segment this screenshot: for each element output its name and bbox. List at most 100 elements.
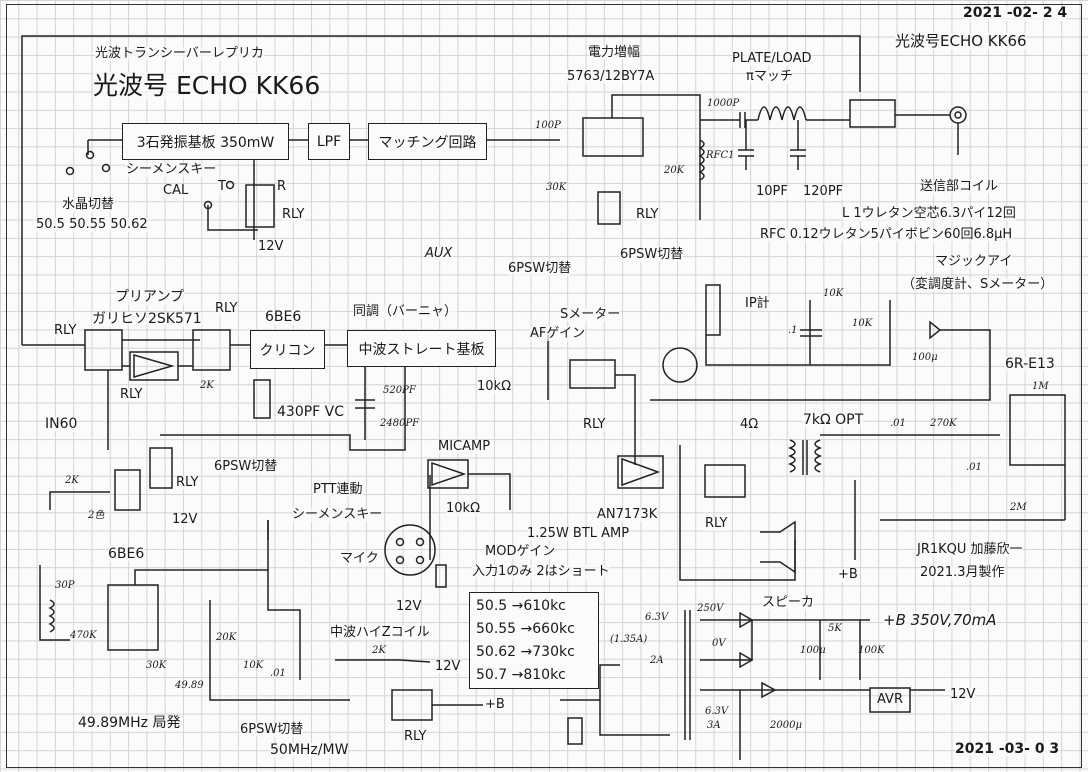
speaker-label: スピーカ bbox=[762, 595, 815, 611]
coil-rfc: RFC 0.12ウレタン5パイボビン60回6.8μH bbox=[760, 227, 1013, 243]
antenna-relay-line bbox=[21, 35, 861, 345]
me-c100u: 100μ bbox=[912, 352, 938, 363]
tx-rly-label: RLY bbox=[282, 207, 305, 223]
me-c001a: .01 bbox=[890, 418, 906, 429]
subtitle: 光波トランシーバーレプリカ bbox=[95, 46, 264, 62]
lo-12v: 12V bbox=[435, 659, 461, 675]
psu-63v: 6.3V bbox=[645, 612, 669, 623]
ip-meter-label: IP計 bbox=[745, 296, 770, 312]
b-out-label: +B 350V,70mA bbox=[883, 611, 997, 629]
vc2: 2480PF bbox=[380, 418, 420, 429]
lo-tube-label: 6BE6 bbox=[108, 546, 145, 563]
af-gain-label: AFゲイン bbox=[530, 326, 586, 342]
r20k: 20K bbox=[664, 165, 685, 176]
r2k: 2K bbox=[200, 380, 214, 391]
amp-desc: 1.25W BTL AMP bbox=[527, 526, 630, 542]
preamp-label: プリアンプ bbox=[115, 289, 185, 306]
input-note: 入力1のみ 2はショート bbox=[472, 564, 610, 580]
lo-c30p: 30P bbox=[55, 580, 75, 591]
me-c01: .1 bbox=[788, 325, 798, 336]
mic-label: マイク bbox=[340, 551, 379, 567]
lpf-block: LPF bbox=[308, 123, 350, 160]
audio-rly: RLY bbox=[583, 417, 606, 433]
me-pot10k: 10K bbox=[852, 318, 873, 329]
aux-label: AUX bbox=[425, 246, 453, 262]
me-r1m: 1M bbox=[1032, 381, 1049, 392]
pa-tube: 5763/12BY7A bbox=[567, 69, 655, 85]
ptt-label: PTT連動 bbox=[313, 482, 363, 498]
tuning-label: 同調（バーニャ） bbox=[353, 304, 458, 320]
title-right: 光波号ECHO KK66 bbox=[895, 32, 1027, 50]
freq-row: 50.7 →810kc bbox=[476, 667, 566, 683]
relay-box bbox=[245, 184, 275, 228]
antenna-connector bbox=[949, 106, 967, 124]
freq-table: 50.5 →610kc 50.55 →660kc 50.62 →730kc 50… bbox=[469, 592, 599, 689]
speaker-icon bbox=[760, 520, 796, 574]
psu-0v: 0V bbox=[712, 638, 726, 649]
smeter-label: Sメーター bbox=[560, 307, 621, 323]
psu-135a: (1.35A) bbox=[610, 634, 648, 645]
lo-xtal: 49.89 bbox=[175, 680, 204, 691]
me-r10k: 10K bbox=[823, 288, 844, 299]
author-name: JR1KQU 加藤欣一 bbox=[917, 542, 1023, 558]
cal-label: CAL bbox=[163, 183, 189, 199]
lo-label: 49.89MHz 局発 bbox=[78, 715, 181, 732]
preamp-triangle bbox=[133, 354, 175, 378]
micamp-label: MICAMP bbox=[438, 439, 491, 455]
pa-title: 電力増幅 bbox=[588, 45, 641, 61]
psu-c2000u: 2000μ bbox=[770, 720, 802, 731]
magic-eye-desc: （変調度計、Sメーター） bbox=[902, 277, 1054, 293]
pi-coil bbox=[757, 106, 807, 121]
author-made: 2021.3月製作 bbox=[920, 565, 1005, 581]
audio-plus-b: +B bbox=[838, 567, 858, 583]
lo-tube bbox=[107, 584, 159, 651]
freq-row: 50.5 →610kc bbox=[476, 598, 566, 614]
rly2: RLY bbox=[215, 301, 238, 317]
psw1-label: 6PSW切替 bbox=[620, 247, 684, 263]
mic-12v: 12V bbox=[396, 599, 422, 615]
pa-rly: RLY bbox=[636, 207, 659, 223]
vc-label: 430PF VC bbox=[277, 404, 345, 421]
psu-c100u: 100μ bbox=[800, 645, 826, 656]
psu-63v-b: 6.3V bbox=[705, 706, 729, 717]
osc-board-block: 3石発振基板 350mW bbox=[122, 123, 289, 160]
psu-12v: 12V bbox=[950, 687, 976, 703]
me-r2m: 2M bbox=[1010, 502, 1027, 513]
c120pf: 120PF bbox=[803, 184, 844, 200]
relay-coil bbox=[253, 379, 271, 419]
psw2-label: 6PSW切替 bbox=[508, 261, 572, 277]
me-r270k: 270K bbox=[930, 418, 957, 429]
lo-psw: 6PSW切替 bbox=[240, 722, 304, 738]
rly4: RLY bbox=[176, 475, 199, 491]
psu-250v: 250V bbox=[697, 603, 724, 614]
tx-coil: 送信部コイル bbox=[920, 179, 999, 195]
magic-eye-title: マジックアイ bbox=[935, 254, 1013, 270]
mod-gain: MODゲイン bbox=[485, 544, 556, 560]
rx-tube: 6BE6 bbox=[265, 309, 302, 326]
band-label: 50MHz/MW bbox=[270, 742, 349, 759]
freq-row: 50.55 →660kc bbox=[476, 621, 575, 637]
c10pf: 10PF bbox=[756, 184, 788, 200]
siemens-key-label: シーメンスキー bbox=[126, 162, 217, 178]
c1000p: 1000P bbox=[707, 98, 740, 109]
pa-tube bbox=[582, 117, 644, 157]
lo-r470k: 470K bbox=[70, 630, 97, 641]
mw-coil: 中波ハイZコイル bbox=[330, 625, 430, 641]
date-bottom: 2021 -03- 0 3 bbox=[955, 741, 1060, 758]
r30k: 30K bbox=[546, 182, 567, 193]
ohm4: 4Ω bbox=[740, 417, 759, 433]
matching-block: マッチング回路 bbox=[368, 123, 487, 160]
eye-tube: 6R-E13 bbox=[1005, 356, 1055, 373]
crystal-switch-label: 水晶切替 bbox=[62, 197, 115, 213]
c100p: 100P bbox=[535, 120, 561, 131]
me-c001b: .01 bbox=[966, 462, 982, 473]
lo-rly: RLY bbox=[404, 729, 427, 745]
page-title: 光波号 ECHO KK66 bbox=[93, 71, 321, 100]
vc1: 520PF bbox=[383, 385, 416, 396]
pi-match: πマッチ bbox=[746, 69, 793, 85]
ip-meter bbox=[662, 347, 698, 383]
psu-2a: 2A bbox=[650, 655, 664, 666]
rx-12v: 12V bbox=[172, 512, 198, 528]
mw-board-block: 中波ストレート基板 bbox=[347, 330, 496, 367]
